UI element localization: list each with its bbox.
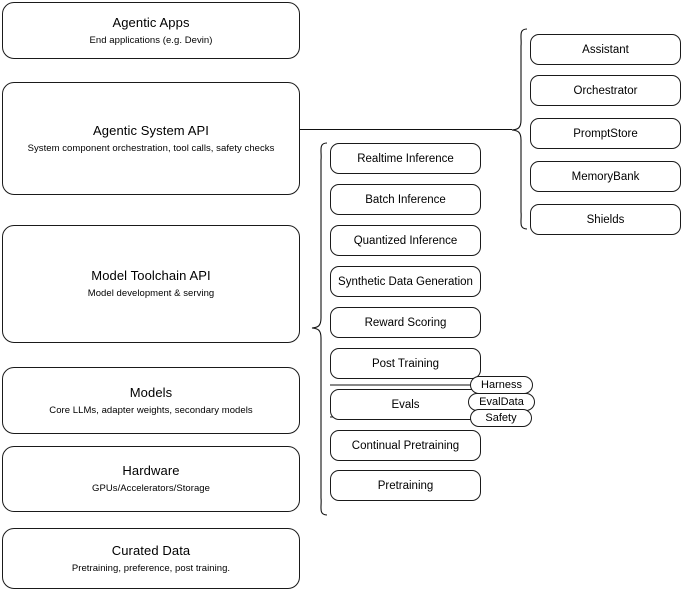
- capability-label: Pretraining: [377, 479, 434, 492]
- eval-tag-label: Harness: [481, 379, 522, 391]
- component-label: Orchestrator: [573, 84, 638, 97]
- layer-title: Model Toolchain API: [91, 268, 211, 283]
- capability-post-training[interactable]: Post Training: [330, 348, 481, 379]
- component-label: PromptStore: [573, 127, 638, 140]
- capability-synthetic-data-generation[interactable]: Synthetic Data Generation: [330, 266, 481, 297]
- component-label: MemoryBank: [571, 170, 640, 183]
- eval-tag-label: EvalData: [479, 396, 524, 408]
- brace-toolchain-capabilities: [311, 142, 328, 516]
- component-assistant[interactable]: Assistant: [530, 34, 681, 65]
- layer-title: Models: [129, 384, 173, 400]
- eval-tag-harness[interactable]: Harness: [470, 376, 533, 394]
- capability-quantized-inference[interactable]: Quantized Inference: [330, 225, 481, 256]
- brace-system-components: [511, 28, 528, 230]
- capability-pretraining[interactable]: Pretraining: [330, 470, 481, 501]
- layer-subtitle: Pretraining, preference, post training.: [71, 562, 231, 574]
- eval-tag-safety[interactable]: Safety: [470, 409, 532, 427]
- capability-evals[interactable]: Evals: [330, 389, 481, 420]
- capability-realtime-inference[interactable]: Realtime Inference: [330, 143, 481, 174]
- layer-models[interactable]: Models Core LLMs, adapter weights, secon…: [2, 367, 300, 434]
- capability-batch-inference[interactable]: Batch Inference: [330, 184, 481, 215]
- capability-label: Quantized Inference: [353, 234, 458, 247]
- layer-agentic-system-api[interactable]: Agentic System API System component orch…: [2, 82, 300, 195]
- component-memorybank[interactable]: MemoryBank: [530, 161, 681, 192]
- layer-model-toolchain-api[interactable]: Model Toolchain API Model development & …: [2, 225, 300, 343]
- layer-subtitle: Model development & serving: [87, 288, 215, 299]
- eval-tag-label: Safety: [485, 412, 517, 424]
- capability-label: Batch Inference: [365, 193, 446, 206]
- layer-subtitle: End applications (e.g. Devin): [89, 34, 213, 46]
- layer-title: Hardware: [122, 463, 180, 478]
- component-label: Assistant: [582, 43, 629, 56]
- layer-subtitle: System component orchestration, tool cal…: [27, 142, 275, 154]
- eval-tag-evaldata[interactable]: EvalData: [468, 393, 535, 411]
- layer-title: Agentic System API: [93, 122, 209, 138]
- capability-label: Post Training: [371, 357, 440, 370]
- component-shields[interactable]: Shields: [530, 204, 681, 235]
- capability-label: Synthetic Data Generation: [338, 275, 473, 288]
- capability-label: Continual Pretraining: [351, 439, 460, 452]
- component-orchestrator[interactable]: Orchestrator: [530, 75, 681, 106]
- layer-title: Curated Data: [111, 542, 191, 558]
- capability-label: Realtime Inference: [357, 152, 454, 165]
- capability-continual-pretraining[interactable]: Continual Pretraining: [330, 430, 481, 461]
- layer-agentic-apps[interactable]: Agentic Apps End applications (e.g. Devi…: [2, 2, 300, 59]
- layer-hardware[interactable]: Hardware GPUs/Accelerators/Storage: [2, 446, 300, 512]
- capability-label: Reward Scoring: [364, 316, 447, 329]
- capability-label: Evals: [391, 398, 420, 411]
- layer-curated-data[interactable]: Curated Data Pretraining, preference, po…: [2, 528, 300, 589]
- layer-title: Agentic Apps: [112, 14, 190, 30]
- capability-reward-scoring[interactable]: Reward Scoring: [330, 307, 481, 338]
- component-promptstore[interactable]: PromptStore: [530, 118, 681, 149]
- layer-subtitle: Core LLMs, adapter weights, secondary mo…: [49, 404, 253, 416]
- component-label: Shields: [586, 213, 625, 226]
- layer-subtitle: GPUs/Accelerators/Storage: [92, 483, 210, 494]
